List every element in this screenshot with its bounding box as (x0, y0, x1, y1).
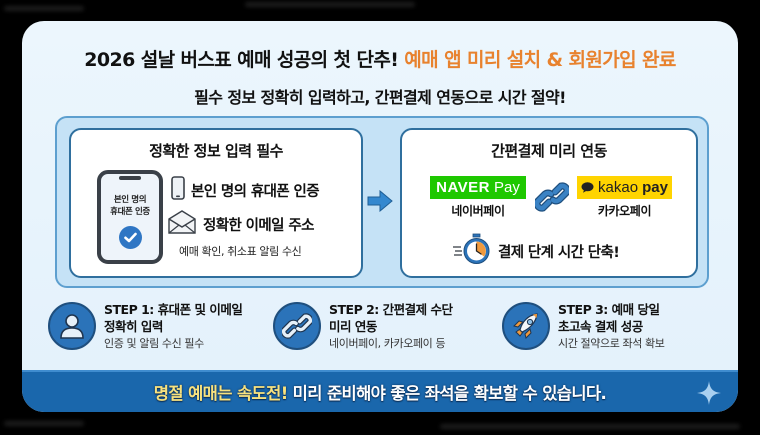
naver-brand-text: NAVER (436, 179, 491, 196)
sparkle-icon (696, 380, 722, 410)
main-title: 2026 설날 버스표 예매 성공의 첫 단추! 예매 앱 미리 설치 & 회원… (22, 45, 738, 72)
step-3-title-line2: 초고속 결제 성공 (558, 319, 643, 334)
step-3-title-line1: STEP 3: 예매 당일 (558, 302, 660, 317)
step-2: STEP 2: 간편결제 수단 미리 연동 네이버페이, 카카오페이 등 (273, 299, 453, 352)
time-saving-label: 결제 단계 시간 단축! (498, 244, 620, 261)
steps-section: STEP 1: 휴대폰 및 이메일 정확히 입력 인증 및 알림 수신 필수 S… (22, 299, 738, 371)
step-1-title-line1: STEP 1: 휴대폰 및 이메일 (104, 302, 243, 317)
accurate-info-panel: 정확한 정보 입력 필수 본인 명의 휴대폰 인증 본인 명의 휴대폰 인증 (69, 128, 363, 278)
speech-bubble-icon (581, 179, 594, 197)
phone-screen-text: 본인 명의 휴대폰 인증 (101, 194, 159, 218)
step-3: STEP 3: 예매 당일 초고속 결제 성공 시간 절약으로 좌석 확보 (502, 299, 665, 352)
background-blur-text (4, 421, 84, 426)
rocket-icon (502, 302, 550, 350)
user-icon (48, 302, 96, 350)
step-2-title-line1: STEP 2: 간편결제 수단 (329, 302, 453, 317)
envelope-icon (167, 210, 197, 238)
banner-highlight: 명절 예매는 속도전! (153, 384, 288, 403)
step-2-title-line2: 미리 연동 (329, 319, 377, 334)
kakao-pay-text: pay (642, 179, 668, 196)
phone-text-line1: 본인 명의 (113, 195, 147, 205)
panel-title: 정확한 정보 입력 필수 (149, 142, 283, 160)
info-panel-container: 정확한 정보 입력 필수 본인 명의 휴대폰 인증 본인 명의 휴대폰 인증 (55, 116, 709, 288)
phone-illustration: 본인 명의 휴대폰 인증 (97, 170, 163, 264)
bottom-banner: 명절 예매는 속도전! 미리 준비해야 좋은 좌석을 확보할 수 있습니다. (22, 370, 738, 412)
stopwatch-icon (452, 233, 492, 269)
title-prefix: 2026 설날 버스표 예매 성공의 첫 단추! (84, 49, 405, 71)
email-label: 정확한 이메일 주소 (203, 217, 314, 234)
background-blur-text (245, 2, 415, 7)
step-3-desc: 시간 절약으로 좌석 확보 (558, 337, 665, 350)
smartphone-icon (171, 176, 185, 204)
step-1: STEP 1: 휴대폰 및 이메일 정확히 입력 인증 및 알림 수신 필수 (48, 299, 243, 352)
checkmark-icon (119, 226, 142, 249)
kakao-pay-label: 카카오페이 (597, 204, 652, 218)
panel-title: 간편결제 미리 연동 (491, 142, 607, 160)
naver-pay-text: Pay (494, 179, 520, 196)
banner-text: 미리 준비해야 좋은 좌석을 확보할 수 있습니다. (292, 384, 607, 403)
step-1-title-line2: 정확히 입력 (104, 319, 163, 334)
phone-notch (119, 176, 141, 180)
time-saving-item: 결제 단계 시간 단축! (452, 233, 620, 269)
subtitle: 필수 정보 정확히 입력하고, 간편결제 연동으로 시간 절약! (194, 88, 566, 107)
chain-link-icon (533, 180, 571, 218)
phone-auth-label: 본인 명의 휴대폰 인증 (191, 183, 320, 200)
link-icon (273, 302, 321, 350)
kakao-brand-text: kakao (598, 179, 639, 196)
right-arrow-icon (367, 189, 393, 216)
naver-pay-label: 네이버페이 (451, 204, 505, 218)
background-blur-text (4, 6, 84, 11)
step-2-desc: 네이버페이, 카카오페이 등 (329, 337, 446, 350)
infographic-card: 2026 설날 버스표 예매 성공의 첫 단추! 예매 앱 미리 설치 & 회원… (22, 21, 738, 412)
notification-note: 예매 확인, 취소표 알림 수신 (179, 245, 302, 258)
phone-auth-item: 본인 명의 휴대폰 인증 (171, 176, 320, 204)
title-highlight: 예매 앱 미리 설치 & 회원가입 완료 (404, 49, 676, 71)
phone-text-line2: 휴대폰 인증 (110, 207, 150, 217)
email-item: 정확한 이메일 주소 (167, 210, 314, 238)
step-1-desc: 인증 및 알림 수신 필수 (104, 337, 204, 350)
background-blur-text (440, 424, 740, 429)
